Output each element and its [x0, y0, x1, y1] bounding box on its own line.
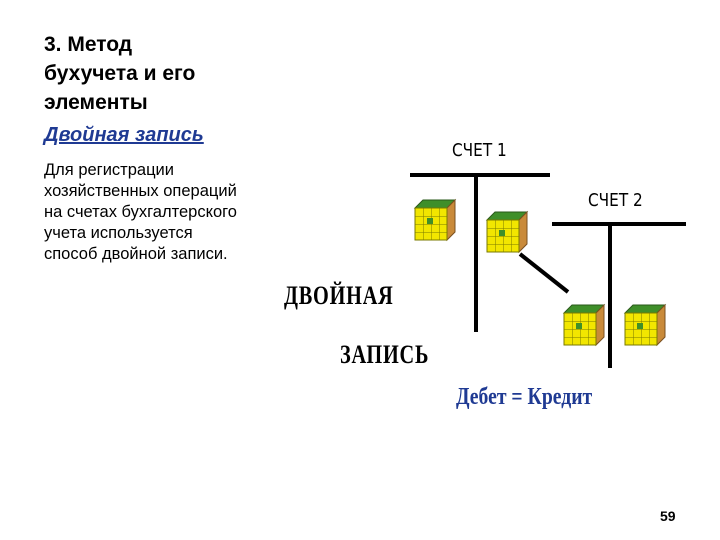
- equation-label: Дебет = Кредит: [456, 384, 593, 410]
- body-text: Для регистрации хозяйственных операций н…: [44, 161, 237, 263]
- cube-icon: [414, 199, 456, 241]
- label-record: ЗАПИСЬ: [340, 340, 430, 369]
- cube-icon: [563, 304, 605, 346]
- slide-title: 3. Метод бухучета и его элементы: [44, 33, 196, 114]
- subheading: Двойная запись: [44, 124, 204, 146]
- cube-icon: [624, 304, 666, 346]
- account2-label: СЧЕТ 2: [588, 190, 643, 211]
- account1-label: СЧЕТ 1: [452, 140, 507, 161]
- page-number: 59: [660, 508, 676, 524]
- transfer-line: [518, 252, 570, 294]
- cube-icon: [486, 211, 528, 253]
- label-double: ДВОЙНАЯ: [284, 281, 394, 310]
